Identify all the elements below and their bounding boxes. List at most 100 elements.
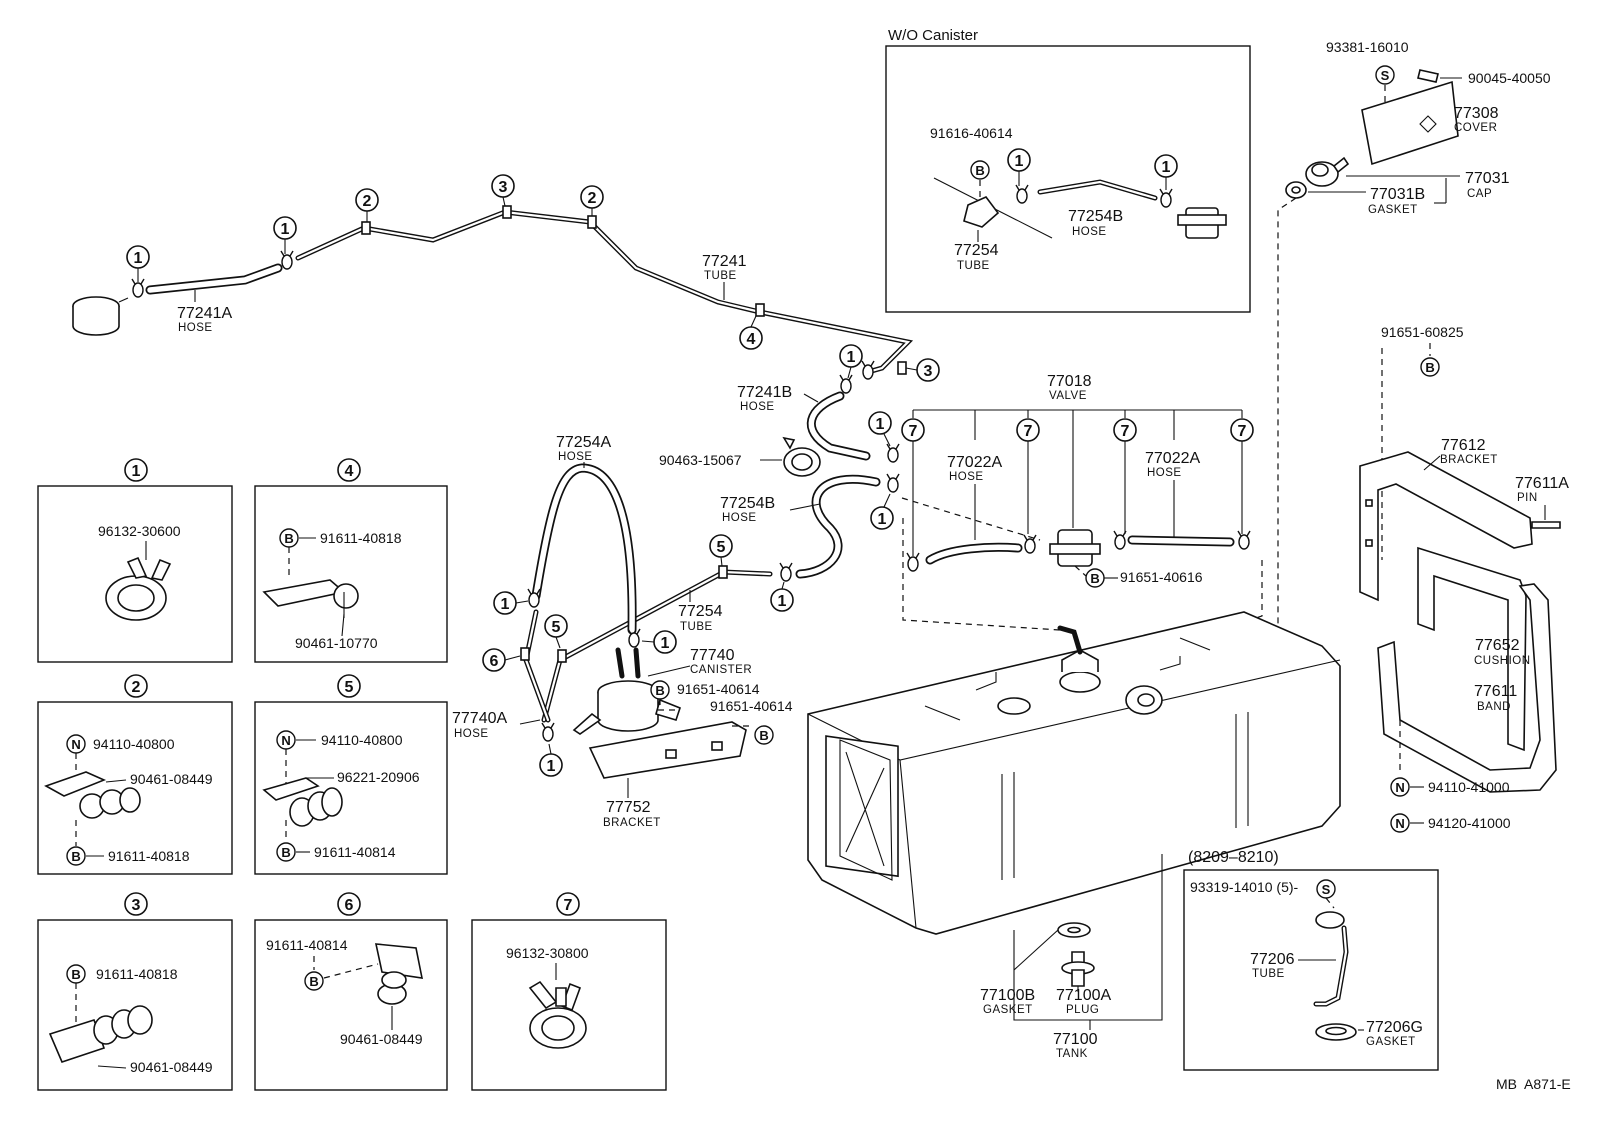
label-77611: 77611	[1474, 683, 1517, 700]
label-77241b-name: HOSE	[740, 401, 775, 413]
label-77241a: 77241A	[177, 305, 232, 322]
clamp-callout-7	[901, 418, 925, 442]
detail-box-3: 91611-40818 90461-08449	[37, 892, 233, 1091]
hose-clamp-icon	[105, 556, 172, 621]
label-77740a-name: HOSE	[454, 728, 489, 740]
detail-4-part-0: 91611-40818	[320, 530, 402, 546]
label-77752: 77752	[606, 799, 651, 816]
hose-clamp-icon	[528, 980, 587, 1049]
screw-symbol	[1316, 879, 1336, 899]
bolt-symbol	[1420, 357, 1440, 377]
label-77254b: 77254B	[1068, 208, 1123, 225]
label-77100b: 77100B	[980, 987, 1035, 1004]
label-77254b-name: HOSE	[1072, 226, 1107, 238]
nut-symbol	[1390, 777, 1410, 797]
detail-4-part-1: 90461-10770	[295, 635, 378, 651]
label-94120-41000: 94120-41000	[1428, 815, 1511, 831]
bolt-symbol	[304, 971, 324, 991]
clip-callout-5	[544, 614, 568, 638]
label-77031b-name: GASKET	[1368, 204, 1418, 216]
clamp-callout-1	[868, 411, 892, 435]
label-77254a-name: HOSE	[558, 451, 593, 463]
label-77752-name: BRACKET	[603, 817, 661, 829]
bolt-symbol	[650, 680, 670, 700]
label-77241: 77241	[702, 253, 747, 270]
clamp-callout-1	[539, 753, 563, 777]
bracket-77612-icon	[1359, 451, 1533, 602]
tube-clip-icon	[262, 777, 343, 827]
detail-2-part-0: 94110-40800	[93, 736, 175, 752]
inset-wo-canister-frame	[885, 45, 1251, 313]
detail-key-7	[556, 892, 580, 916]
pin-90045-icon	[1417, 69, 1439, 83]
detail-2-part-1: 90461-08449	[130, 771, 213, 787]
detail-5-part-2: 91611-40814	[314, 844, 396, 860]
label-77018-name: VALVE	[1049, 390, 1087, 402]
clamp-callout-1	[126, 245, 150, 269]
vapor-line-assembly: 77241A HOSE 77241 TUBE 77241B HOSE 90463…	[72, 174, 940, 829]
label-77031: 77031	[1465, 170, 1510, 187]
nut-symbol	[1390, 813, 1410, 833]
label-77206: 77206	[1250, 951, 1295, 968]
label-77241a-name: HOSE	[178, 322, 213, 334]
label-77241b: 77241B	[737, 384, 792, 401]
label-77740a: 77740A	[452, 710, 507, 727]
clamp-callout-1	[653, 630, 677, 654]
clamp-callout-1	[493, 591, 517, 615]
inset-8209-8210: (8209–8210) 93319-14010 (5)- 77206 TUBE …	[1183, 849, 1439, 1071]
label-77652-name: CUSHION	[1474, 655, 1531, 667]
detail-key-1	[124, 458, 148, 482]
detail-5-part-1: 96221-20906	[337, 769, 420, 785]
label-91651-40614-a: 91651-40614	[677, 681, 760, 697]
label-77100a-name: PLUG	[1066, 1004, 1099, 1016]
clamp-callout-1	[839, 344, 863, 368]
canister-77740-icon	[572, 647, 681, 735]
clamp-callout-1	[870, 506, 894, 530]
detail-key-5	[337, 674, 361, 698]
bolt-symbol	[276, 842, 296, 862]
detail-5-part-0: 94110-40800	[321, 732, 403, 748]
detail-3-part-0: 91611-40818	[96, 966, 178, 982]
label-77611-name: BAND	[1477, 701, 1511, 713]
label-77022a-left-name: HOSE	[949, 471, 984, 483]
label-77652: 77652	[1475, 637, 1520, 654]
tube-clip-icon	[374, 943, 424, 1005]
detail-3-part-1: 90461-08449	[130, 1059, 213, 1075]
label-77018: 77018	[1047, 373, 1092, 390]
clamp-callout-7	[1016, 418, 1040, 442]
clip-callout-2	[580, 185, 604, 209]
detail-7-part-0: 96132-30800	[506, 945, 589, 961]
label-77206g: 77206G	[1366, 1019, 1423, 1036]
detail-6-part-0: 91611-40814	[266, 937, 348, 953]
figure-code: MB A871-E	[1496, 1076, 1571, 1092]
label-77206g-name: GASKET	[1366, 1036, 1416, 1048]
inset-without-canister: W/O Canister 91616-40614 77254B HOSE 772…	[885, 27, 1251, 313]
label-77206-name: TUBE	[1252, 968, 1285, 980]
clamp-callout-1	[770, 588, 794, 612]
label-93381-16010: 93381-16010	[1326, 39, 1409, 55]
label-77254b-main-name: HOSE	[722, 512, 757, 524]
clip-callout-3	[916, 358, 940, 382]
label-77100a: 77100A	[1056, 987, 1111, 1004]
detail-1-part-0: 96132-30600	[98, 523, 181, 539]
detail-2-part-2: 91611-40818	[108, 848, 190, 864]
label-77254: 77254	[954, 242, 999, 259]
plug-77100a-icon	[1061, 951, 1095, 987]
clamp-90463-icon	[782, 436, 821, 477]
label-77100b-name: GASKET	[983, 1004, 1033, 1016]
label-77254a: 77254A	[556, 434, 611, 451]
label-77612-name: BRACKET	[1440, 454, 1498, 466]
nut-symbol	[66, 734, 86, 754]
detail-box-6: 91611-40814 90461-08449	[254, 892, 448, 1091]
bolt-symbol	[66, 964, 86, 984]
band-77611-icon	[1377, 583, 1557, 793]
detail-box-4: 91611-40818 90461-10770	[254, 458, 448, 663]
hose-77254b-main-shape	[795, 474, 881, 579]
detail-box-7: 96132-30800	[471, 892, 667, 1091]
detail-key-4	[337, 458, 361, 482]
vapor-filter-icon	[72, 296, 129, 336]
clip-callout-5	[709, 534, 733, 558]
inset-8209-title: (8209–8210)	[1188, 849, 1279, 866]
label-77022a-right: 77022A	[1145, 450, 1200, 467]
